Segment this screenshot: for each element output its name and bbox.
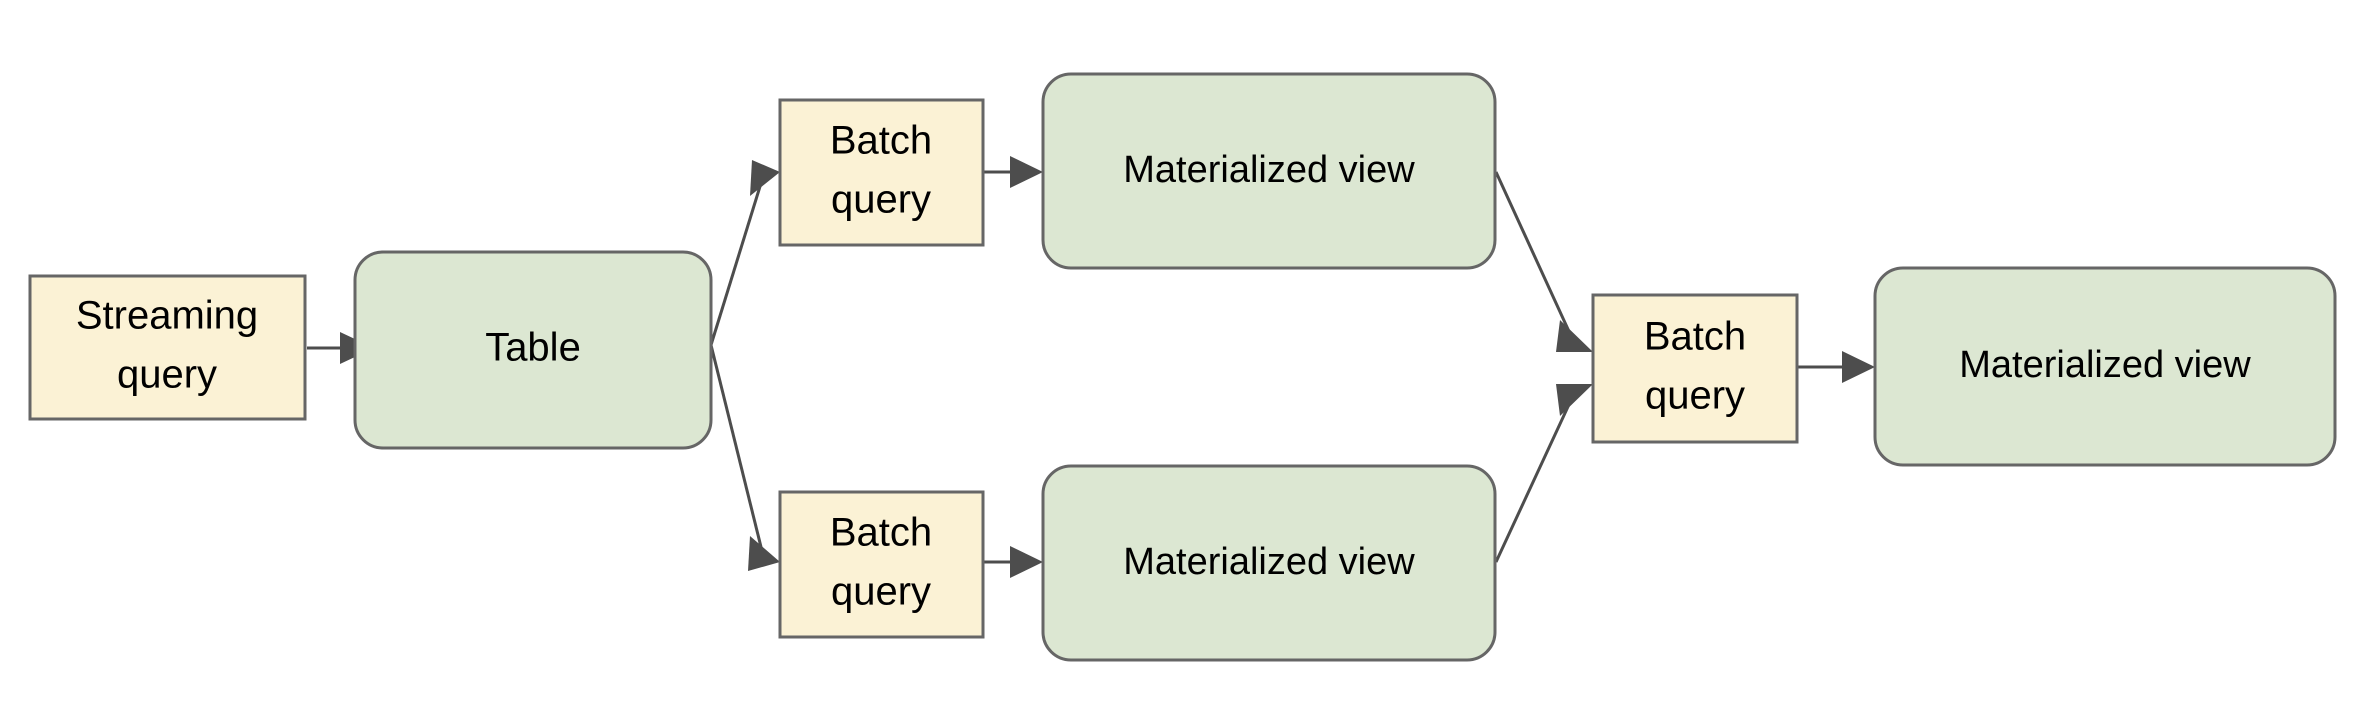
node-batch-query-top-label-line1: Batch (830, 119, 932, 163)
edge-batch-query-bottom-to-materialized-view-bottom (984, 546, 1043, 578)
node-batch-query-join-label-line2: query (1645, 374, 1745, 418)
node-layer: Streaming query Table Batch query Materi… (28, 72, 2337, 662)
node-materialized-view-top-label: Materialized view (1123, 149, 1415, 191)
node-batch-query-join[interactable]: Batch query (1591, 293, 1799, 444)
node-streaming-query-label-line1: Streaming (76, 294, 258, 338)
node-batch-query-bottom-label-line2: query (831, 570, 931, 614)
node-materialized-view-bottom-label: Materialized view (1123, 541, 1415, 583)
edge-materialized-view-top-to-batch-query-join (1494, 171, 1593, 352)
node-streaming-query-label-line2: query (117, 353, 217, 397)
edge-materialized-view-bottom-to-batch-query-join (1494, 384, 1593, 563)
node-batch-query-bottom[interactable]: Batch query (778, 490, 985, 639)
edge-batch-query-join-to-materialized-view-final (1798, 351, 1875, 383)
node-materialized-view-bottom[interactable]: Materialized view (1041, 464, 1497, 662)
node-streaming-query[interactable]: Streaming query (28, 274, 307, 421)
node-table-label: Table (485, 326, 581, 370)
node-batch-query-bottom-label-line1: Batch (830, 511, 932, 555)
edge-batch-query-top-to-materialized-view-top (984, 156, 1043, 188)
node-batch-query-join-label-line1: Batch (1644, 315, 1746, 359)
edge-table-to-batch-query-top (709, 160, 780, 346)
node-batch-query-top-label-line2: query (831, 178, 931, 222)
edge-layer (307, 156, 1875, 578)
node-table[interactable]: Table (353, 250, 713, 450)
node-materialized-view-top[interactable]: Materialized view (1041, 72, 1497, 270)
node-batch-query-top[interactable]: Batch query (778, 98, 985, 247)
edge-table-to-batch-query-bottom (709, 344, 780, 571)
node-materialized-view-final[interactable]: Materialized view (1873, 266, 2337, 467)
node-materialized-view-final-label: Materialized view (1959, 344, 2251, 386)
